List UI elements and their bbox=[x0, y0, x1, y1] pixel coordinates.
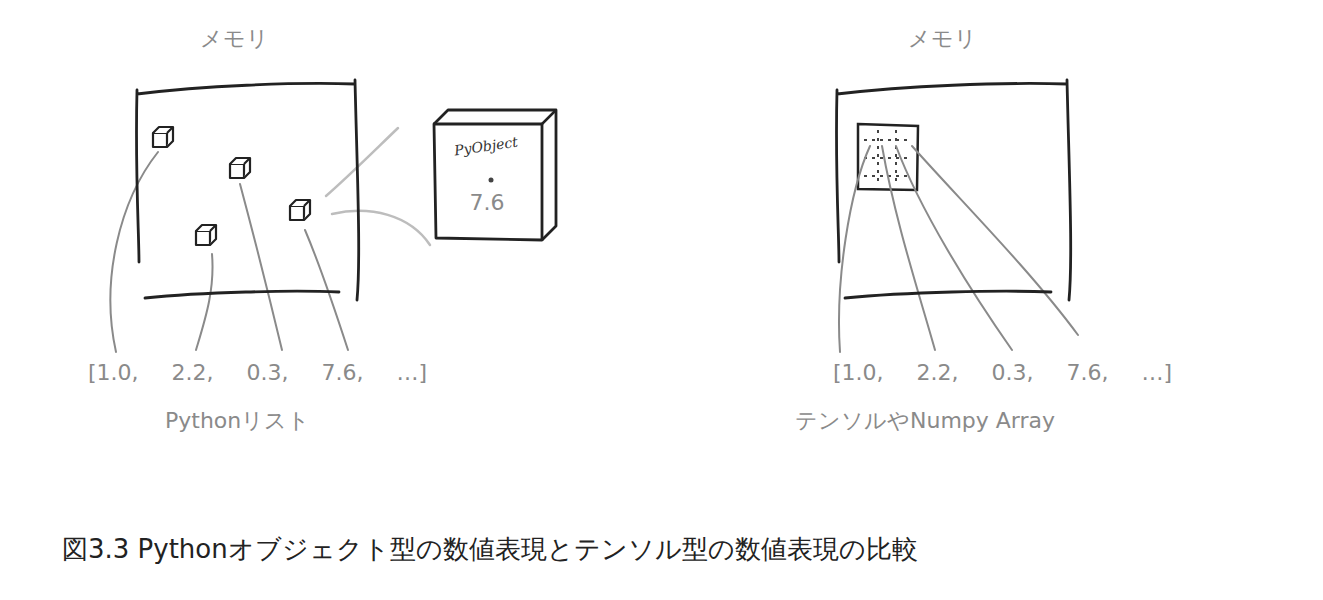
memory-heading: メモリ bbox=[908, 24, 977, 54]
zoom-lines bbox=[326, 128, 430, 245]
memory-box: メモリ bbox=[835, 80, 1071, 302]
pointer-lines bbox=[839, 146, 1078, 352]
tensor-label: テンソルやNumpy Array bbox=[795, 406, 1055, 436]
object-header: PyObject bbox=[453, 134, 518, 159]
memory-heading: メモリ bbox=[200, 24, 269, 54]
memory-box: メモリ bbox=[135, 80, 359, 302]
python-list-label: Pythonリスト bbox=[165, 406, 310, 436]
figure-caption: 図3.3 Pythonオブジェクト型の数値表現とテンソル型の数値表現の比較 bbox=[62, 532, 918, 567]
cube-outline bbox=[432, 108, 558, 242]
tensor-values: [1.0, 2.2, 0.3, 7.6, …] bbox=[833, 360, 1172, 385]
cube-face: PyObject 7.6 bbox=[436, 128, 538, 238]
memory-outline bbox=[835, 80, 1071, 302]
memory-outline bbox=[135, 80, 359, 302]
pyobject-cube: PyObject 7.6 bbox=[432, 108, 558, 242]
small-cubes bbox=[153, 127, 310, 245]
pointer-lines bbox=[110, 152, 348, 352]
python-list-values: [1.0, 2.2, 0.3, 7.6, …] bbox=[88, 360, 427, 385]
object-value: 7.6 bbox=[470, 190, 505, 215]
